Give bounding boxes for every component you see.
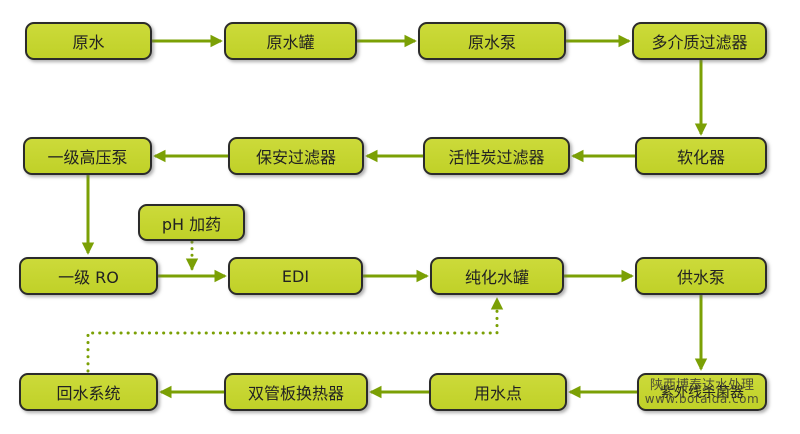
node-raw-water-pump: 原水泵 xyxy=(418,22,566,60)
node-ro-1-label: 一级 RO xyxy=(58,268,119,287)
node-hp-pump-1: 一级高压泵 xyxy=(23,137,152,175)
node-use-point: 用水点 xyxy=(429,373,567,411)
node-softener-label: 软化器 xyxy=(676,148,725,167)
node-hp-pump-1-label: 一级高压泵 xyxy=(47,148,128,167)
node-multimedia-filter-label: 多介质过滤器 xyxy=(651,33,748,52)
node-use-point-label: 用水点 xyxy=(473,384,522,403)
node-multimedia-filter: 多介质过滤器 xyxy=(632,22,767,60)
node-carbon-filter: 活性炭过滤器 xyxy=(423,137,570,175)
node-ph-dosing: pH 加药 xyxy=(138,204,245,241)
node-uv-sterilizer-label: 紫外线杀菌器 xyxy=(660,385,744,401)
node-return-system-label: 回水系统 xyxy=(56,384,121,403)
node-ph-dosing-label: pH 加药 xyxy=(161,214,222,234)
node-supply-pump-label: 供水泵 xyxy=(676,268,725,287)
node-purified-tank-label: 纯化水罐 xyxy=(464,268,529,287)
node-purified-tank: 纯化水罐 xyxy=(430,257,564,295)
node-security-filter: 保安过滤器 xyxy=(228,137,364,175)
node-softener: 软化器 xyxy=(635,137,767,175)
node-raw-water-tank: 原水罐 xyxy=(224,22,357,60)
node-return-system: 回水系统 xyxy=(19,373,158,411)
node-raw-water: 原水 xyxy=(25,22,152,60)
node-raw-water-label: 原水 xyxy=(72,33,105,52)
edge-return-loop-dotted xyxy=(86,297,504,373)
node-security-filter-label: 保安过滤器 xyxy=(255,148,336,167)
node-heat-exchanger-label: 双管板换热器 xyxy=(247,384,344,403)
node-heat-exchanger: 双管板换热器 xyxy=(224,373,368,411)
node-edi-label: EDI xyxy=(281,266,310,286)
node-carbon-filter-label: 活性炭过滤器 xyxy=(448,148,545,167)
node-raw-water-pump-label: 原水泵 xyxy=(467,33,516,52)
node-raw-water-tank-label: 原水罐 xyxy=(266,33,315,52)
node-edi: EDI xyxy=(228,257,363,295)
node-ro-1: 一级 RO xyxy=(19,257,158,295)
node-supply-pump: 供水泵 xyxy=(635,257,767,295)
node-uv-sterilizer: 紫外线杀菌器 xyxy=(637,373,767,411)
